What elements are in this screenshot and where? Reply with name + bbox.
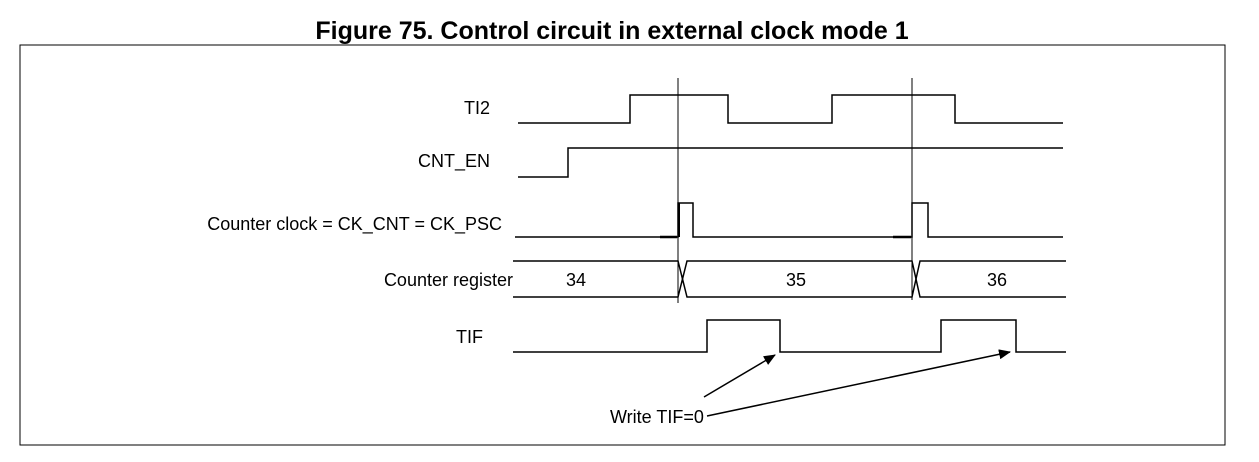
waveform-ti2 (518, 94, 1063, 124)
label-tif: TIF (456, 327, 483, 347)
label-counter-register: Counter register (384, 270, 513, 290)
counter-value-34: 34 (566, 270, 586, 290)
waveform-counter-register (513, 260, 1066, 298)
waveform-counter-clock (515, 202, 1063, 238)
annotation-write-tif: Write TIF=0 (610, 407, 704, 427)
arrow-write-tif-1 (703, 354, 776, 398)
waveform-cnt-en (518, 147, 1063, 178)
label-ti2: TI2 (464, 98, 490, 118)
counter-value-35: 35 (786, 270, 806, 290)
counter-value-36: 36 (987, 270, 1007, 290)
figure-title: Figure 75. Control circuit in external c… (315, 17, 908, 45)
waveform-tif (513, 319, 1066, 353)
arrow-write-tif-2 (706, 349, 1011, 417)
figure-frame (19, 44, 1226, 446)
label-cnt-en: CNT_EN (418, 151, 490, 172)
label-counter-clock: Counter clock = CK_CNT = CK_PSC (207, 214, 502, 235)
